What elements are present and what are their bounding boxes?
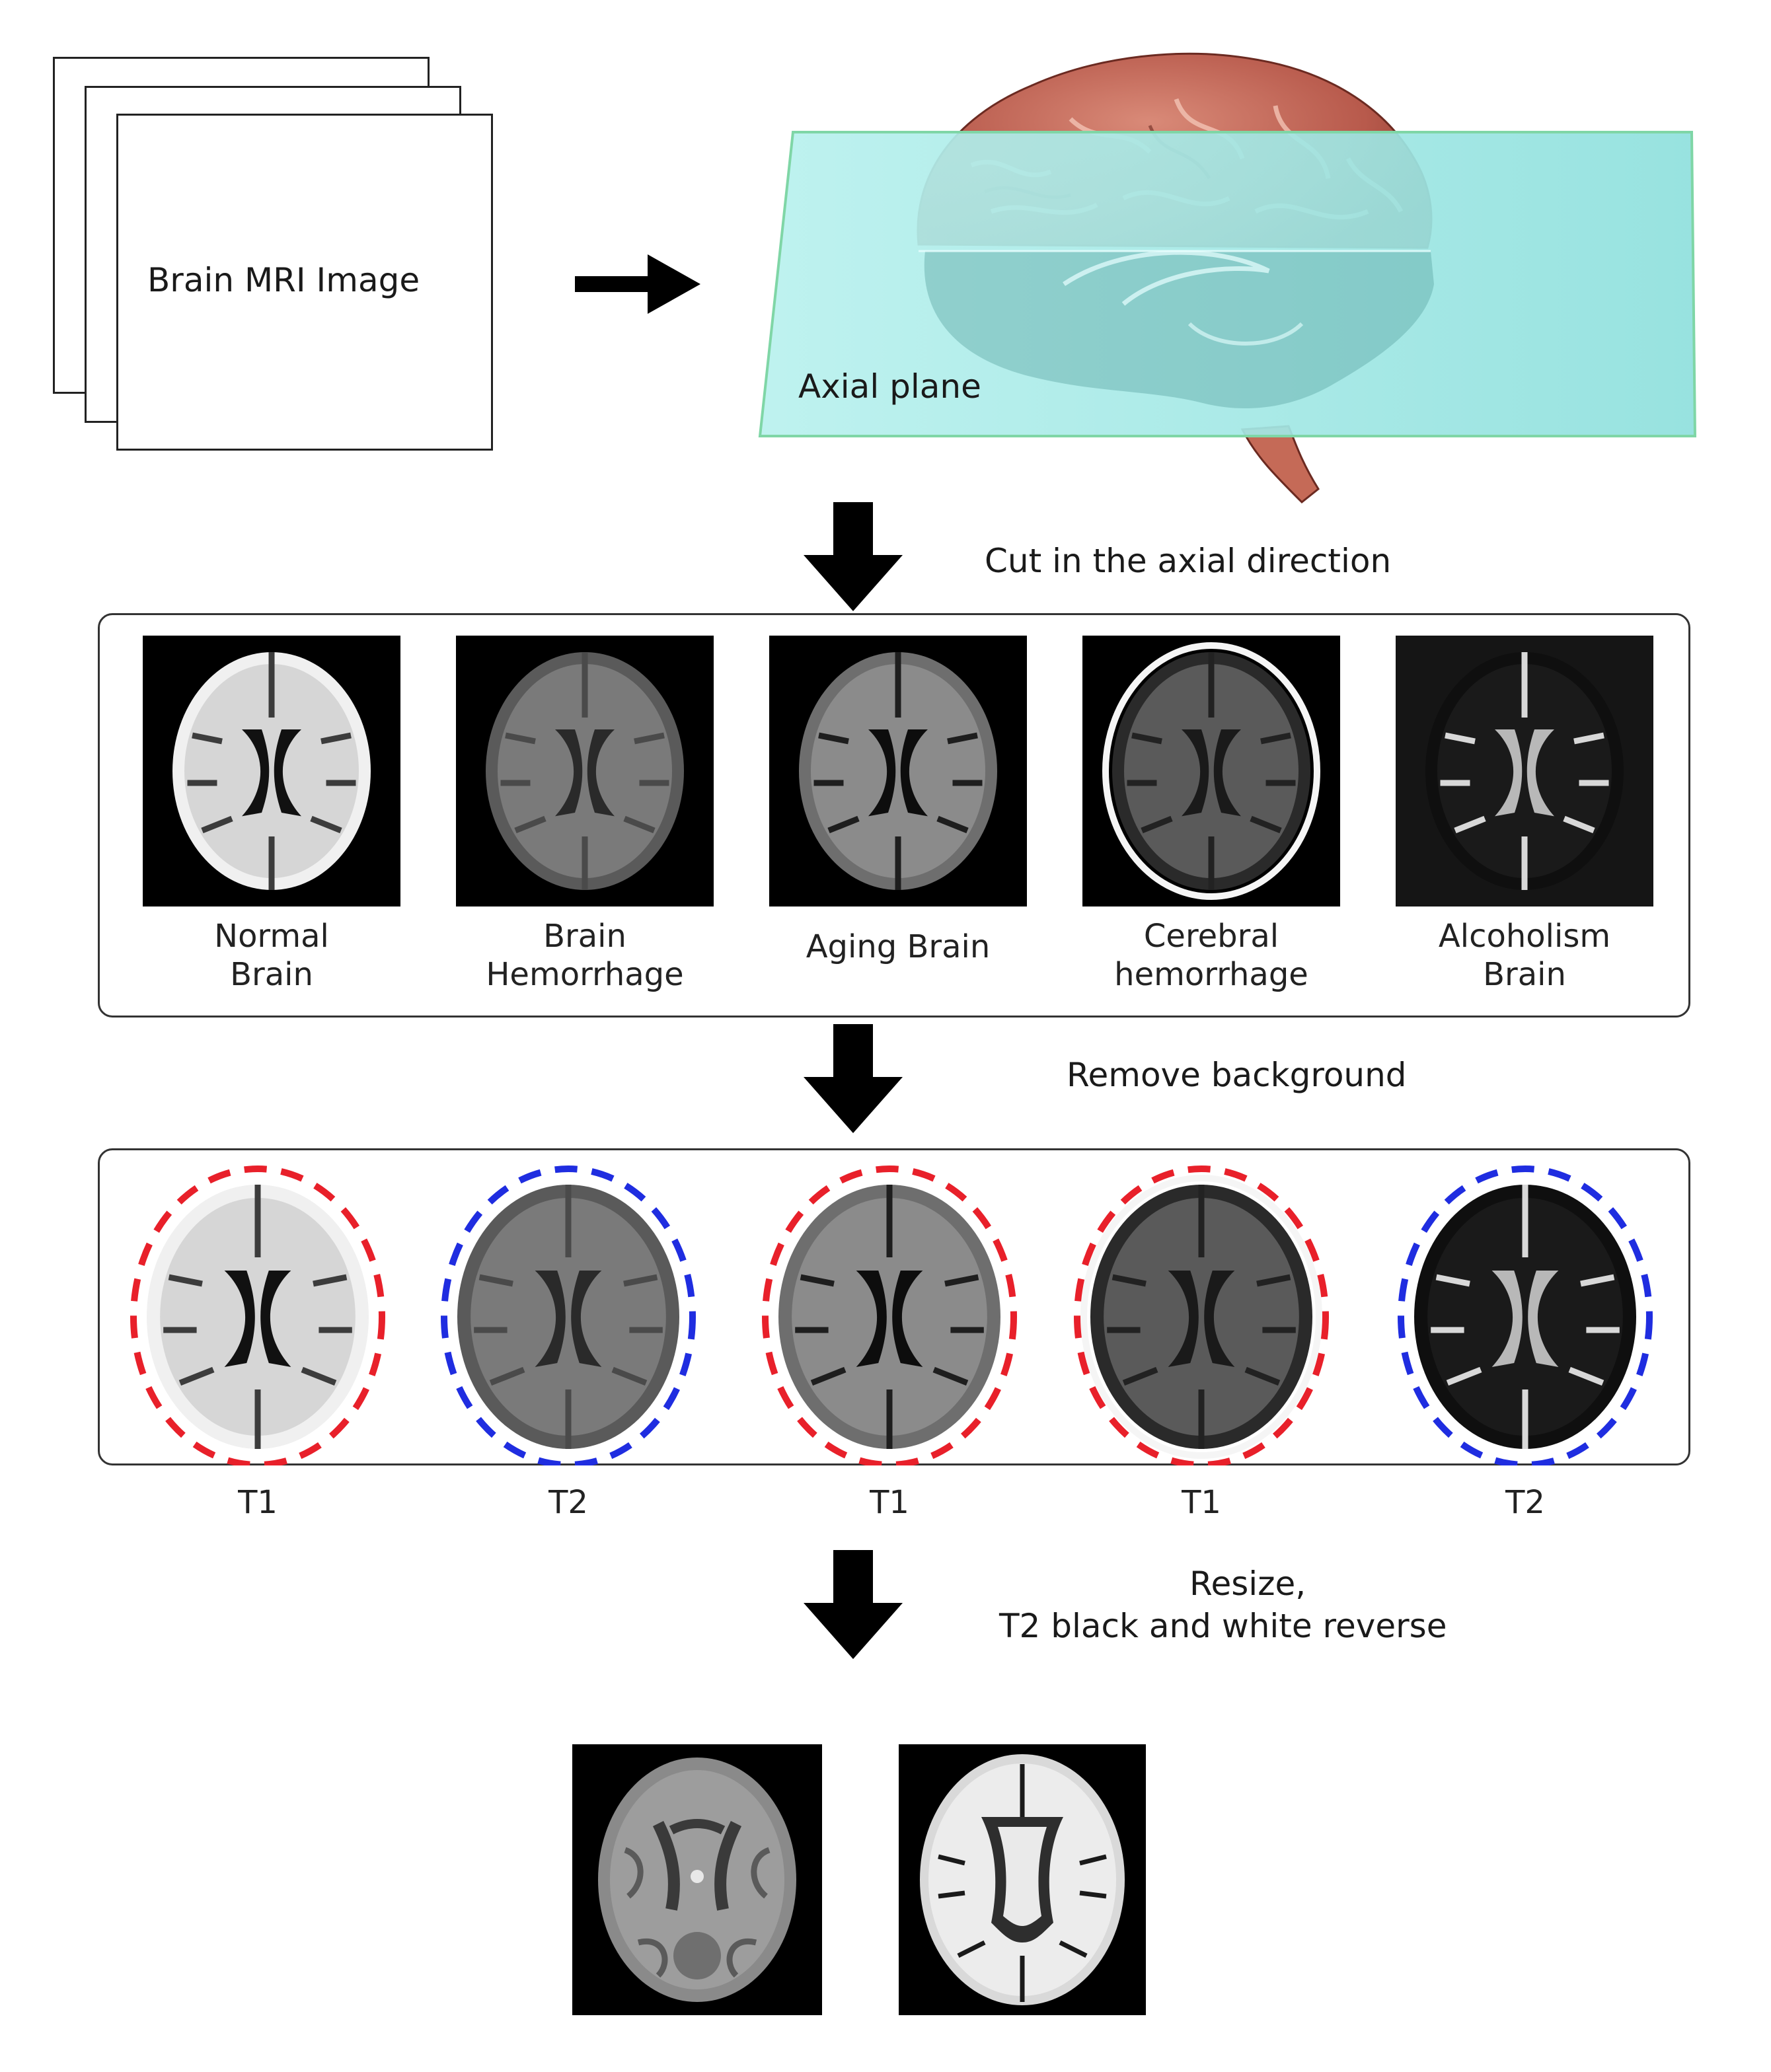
mri-slice-cropped [130, 1166, 385, 1465]
category-caption-line1: Normal [214, 918, 329, 955]
mri-slice-thumbnail [1396, 636, 1653, 906]
category-caption-line1: Cerebral [1143, 918, 1279, 955]
step-resize-label-line2: T2 black and white reverse [999, 1607, 1447, 1645]
arrow-right-icon [575, 254, 700, 314]
arrow-down-icon [804, 1550, 903, 1659]
mri-slice-thumbnail [769, 636, 1027, 906]
category-caption-line2: Hemorrhage [486, 956, 684, 993]
image-stack-front: Brain MRI Image [116, 114, 493, 451]
step-resize-label-line1: Resize, [1189, 1565, 1306, 1603]
category-caption-line2: hemorrhage [1114, 956, 1308, 993]
category-caption-line2: Brain [1483, 956, 1566, 993]
category-caption-line1: Aging Brain [806, 928, 991, 965]
sequence-label: T1 [870, 1484, 909, 1521]
step-cut-label: Cut in the axial direction [985, 542, 1392, 580]
category-caption-line1: Alcoholism [1438, 918, 1611, 955]
mri-slice-thumbnail [1082, 636, 1340, 906]
arrow-down-icon [804, 1024, 903, 1133]
mri-slice-cropped [762, 1166, 1017, 1465]
mri-slice-cropped [1398, 1166, 1653, 1465]
category-caption-line1: Brain [543, 918, 626, 955]
category-caption: Aging Brain [743, 928, 1053, 966]
sequence-label: T2 [548, 1484, 588, 1521]
output-mri-t1 [572, 1744, 822, 2015]
step-remove-bg-label: Remove background [1067, 1056, 1407, 1094]
mri-slice-thumbnail [143, 636, 400, 906]
arrow-down-icon [804, 502, 903, 611]
mri-slice-cropped [1074, 1166, 1329, 1465]
input-label: Brain MRI Image [147, 261, 420, 299]
output-mri-t2-reversed [899, 1744, 1146, 2015]
mri-slice-cropped [441, 1166, 696, 1465]
sequence-label: T1 [1182, 1484, 1221, 1521]
sequence-label: T1 [238, 1484, 278, 1521]
sequence-label: T2 [1505, 1484, 1545, 1521]
category-caption-line2: Brain [230, 956, 313, 993]
axial-plane-illustration [758, 52, 1697, 504]
mri-slice-thumbnail [456, 636, 714, 906]
axial-plane-label: Axial plane [798, 367, 981, 406]
